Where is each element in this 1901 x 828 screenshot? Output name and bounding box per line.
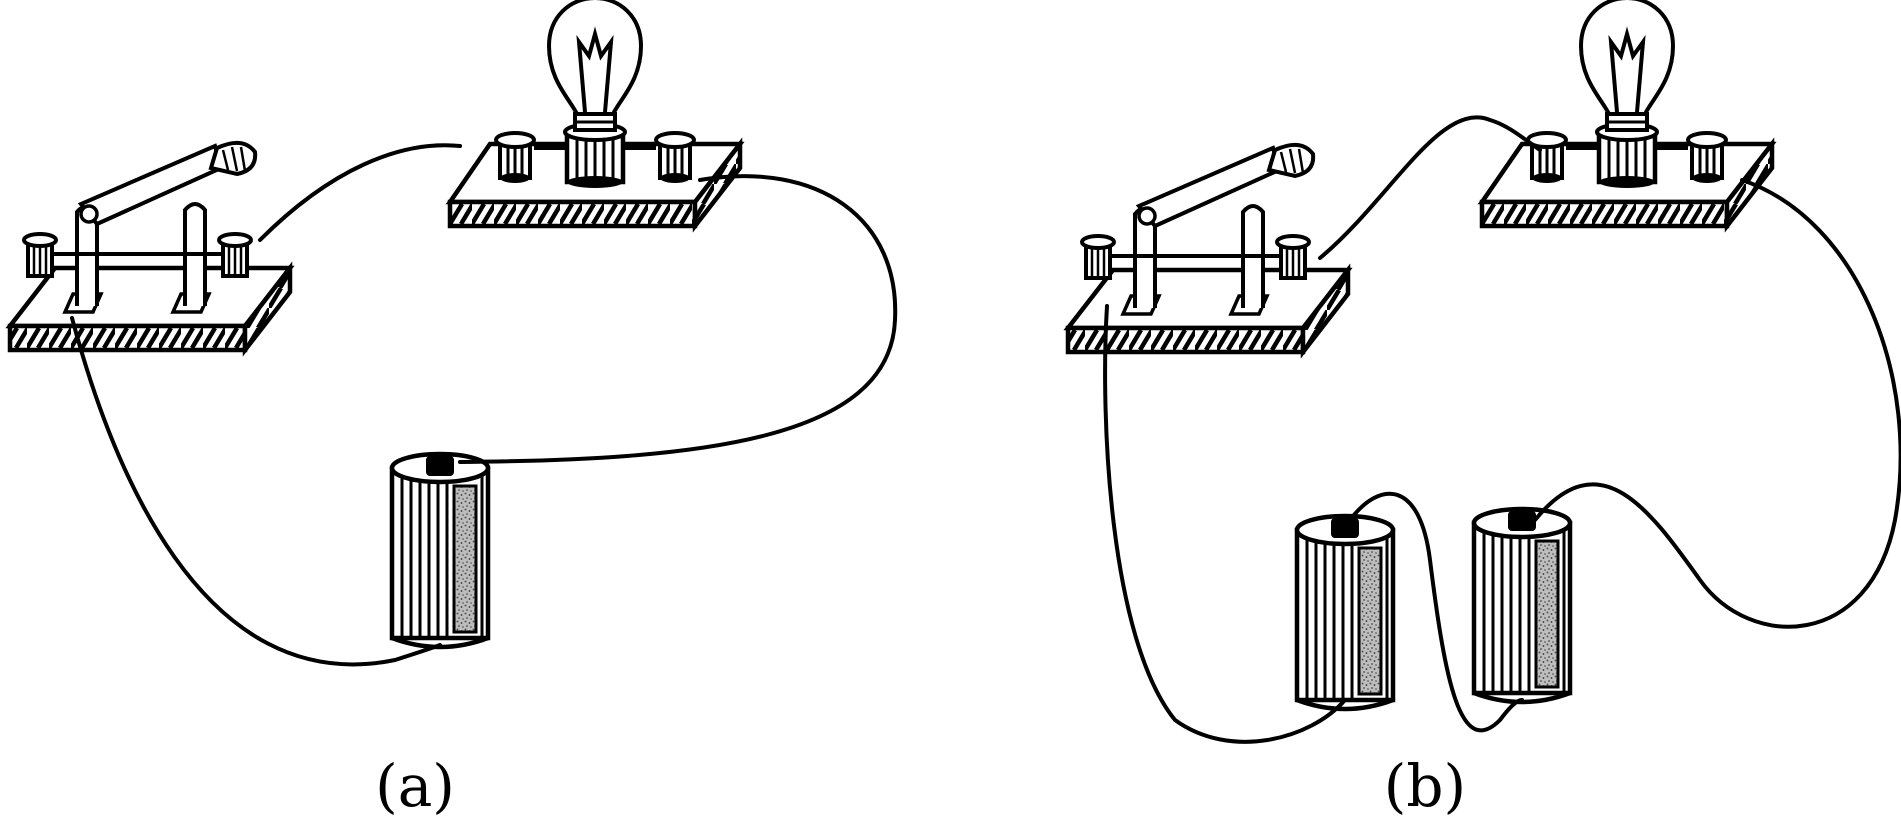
battery-b-right <box>1474 509 1570 702</box>
wire-switch-to-battery-a <box>70 316 442 667</box>
caption-b: (b) <box>1384 752 1466 820</box>
caption-a: (a) <box>375 752 455 820</box>
wire-switch-to-bulb-a <box>258 143 462 242</box>
panel-b: (b) <box>1068 0 1901 820</box>
battery-b-left <box>1297 516 1393 709</box>
wire-switch-to-bulb-b <box>1318 115 1542 260</box>
bulb-board-a <box>450 0 740 226</box>
knife-switch-a <box>10 143 290 350</box>
wire-battery-to-battery-b <box>1348 491 1524 733</box>
wire-switch-to-battery-b <box>1103 304 1347 744</box>
bulb-board-b <box>1482 0 1772 226</box>
wire-bulb-to-battery-a <box>458 174 898 464</box>
battery-a <box>392 454 488 647</box>
wire-bulb-to-battery-b <box>1533 178 1901 629</box>
panel-a: (a) <box>10 0 898 820</box>
knife-switch-b <box>1068 145 1348 352</box>
